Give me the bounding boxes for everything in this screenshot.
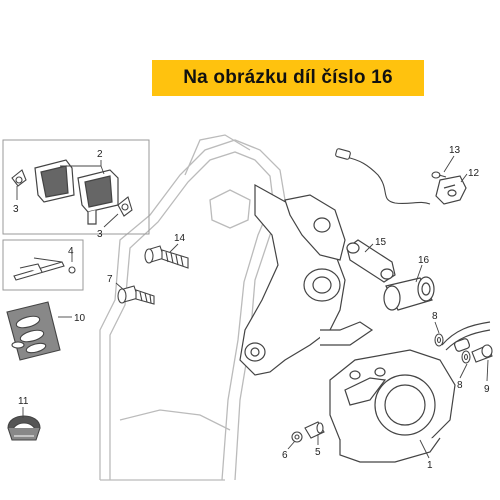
link-plate-15 [346,239,396,283]
callout-3-right: 3 [97,229,103,240]
washer-8-top [434,333,444,347]
pad-clip-left [11,169,27,187]
callout-8-bottom: 8 [457,380,463,391]
pad-clip-right [117,196,133,217]
screw-13 [431,171,447,179]
callout-13: 13 [449,145,461,156]
callout-6: 6 [282,450,288,461]
frame-outline [99,134,286,481]
abs-sensor-cable [335,148,431,205]
bushing-16 [383,276,435,311]
callout-2: 2 [97,149,103,160]
callout-4: 4 [68,246,74,257]
bolt-7 [117,285,155,305]
clip-11 [7,415,41,441]
callout-16: 16 [418,255,430,266]
brake-hose [441,321,491,352]
pad-pin-4 [13,257,76,281]
callout-8-top: 8 [432,311,438,322]
brake-caliper [329,349,456,463]
washer-8-bottom [461,350,471,364]
banjo-bolt-9 [471,344,493,363]
leader-lines [16,155,489,459]
callout-7: 7 [107,274,113,285]
abs-sensor-12 [435,175,467,205]
brake-pad-left [34,159,75,203]
part-number-banner: Na obrázku díl číslo 16 [152,60,424,96]
seal-kit-10 [6,301,61,361]
inset-brake-pads [2,139,150,235]
callout-9: 9 [484,384,490,395]
brake-pad-right [77,169,119,225]
callout-12: 12 [468,168,480,179]
callout-10: 10 [74,313,86,324]
callout-5: 5 [315,447,321,458]
callout-14: 14 [174,233,186,244]
inset-pad-pin [2,239,84,291]
bleed-valve-5 [304,421,325,439]
caliper-bracket [239,183,374,376]
callout-1: 1 [427,460,433,471]
callout-3-left: 3 [13,204,19,215]
callout-11: 11 [18,396,29,407]
bolt-14 [144,245,189,269]
bleed-cap-6 [291,431,303,443]
callout-15: 15 [375,237,387,248]
